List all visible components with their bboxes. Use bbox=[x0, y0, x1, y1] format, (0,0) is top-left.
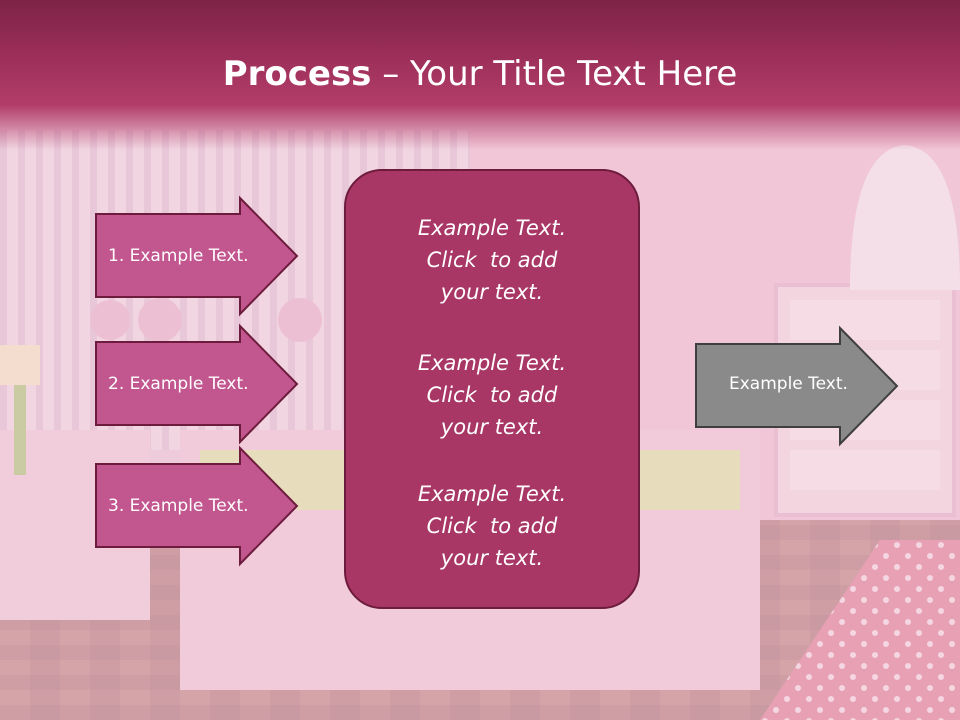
left-arrow-2-label: 2. Example Text. bbox=[108, 374, 249, 394]
right-arrow[interactable] bbox=[695, 325, 899, 447]
paragraph-line: Example Text. bbox=[417, 216, 567, 240]
paragraph-line: Click to add bbox=[426, 383, 558, 407]
center-paragraph-3: Example Text. Click to add your text. bbox=[344, 478, 640, 574]
left-arrow-3[interactable] bbox=[95, 445, 299, 567]
right-arrow-label: Example Text. bbox=[729, 374, 848, 394]
slide-title[interactable]: Process – Your Title Text Here bbox=[0, 52, 960, 96]
title-bold: Process bbox=[222, 54, 372, 94]
center-text-box[interactable] bbox=[344, 169, 640, 609]
left-arrow-1[interactable] bbox=[95, 195, 299, 317]
title-bar bbox=[0, 0, 960, 150]
center-paragraph-2: Example Text. Click to add your text. bbox=[344, 347, 640, 443]
paragraph-line: your text. bbox=[440, 546, 544, 570]
paragraph-line: Click to add bbox=[426, 514, 558, 538]
paragraph-line: your text. bbox=[440, 280, 544, 304]
paragraph-line: Example Text. bbox=[417, 482, 567, 506]
left-arrow-3-label: 3. Example Text. bbox=[108, 496, 249, 516]
left-arrow-2[interactable] bbox=[95, 323, 299, 445]
paragraph-line: Example Text. bbox=[417, 351, 567, 375]
center-paragraph-1: Example Text. Click to add your text. bbox=[344, 212, 640, 308]
left-arrow-1-label: 1. Example Text. bbox=[108, 246, 249, 266]
paragraph-line: your text. bbox=[440, 415, 544, 439]
paragraph-line: Click to add bbox=[426, 248, 558, 272]
title-rest: – Your Title Text Here bbox=[371, 54, 738, 94]
